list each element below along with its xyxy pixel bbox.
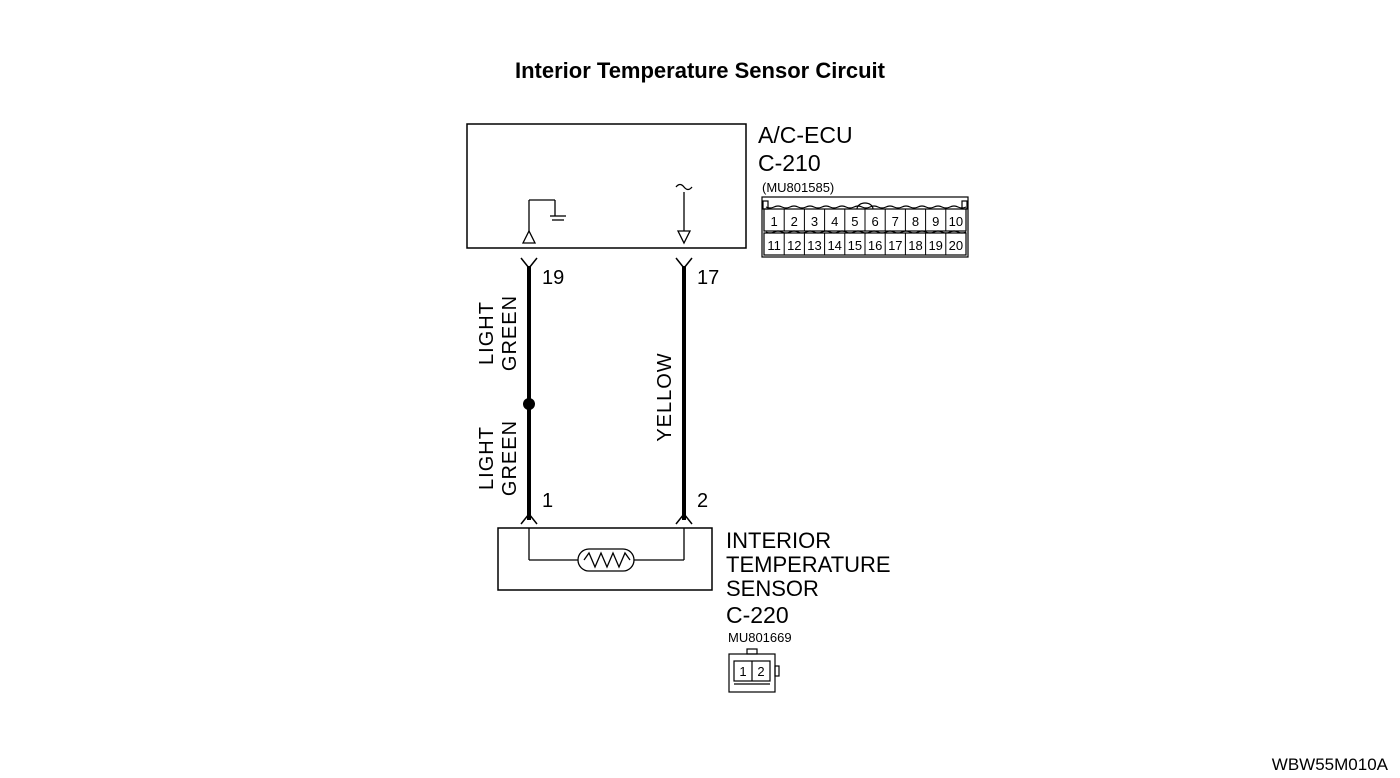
ecu-part-number: (MU801585): [762, 180, 834, 195]
signal-icon: [675, 183, 693, 245]
ecu-cell-8: 8: [912, 214, 919, 229]
ecu-cell-1: 1: [770, 214, 777, 229]
ecu-cell-18: 18: [908, 238, 922, 253]
ecu-cell-2: 2: [791, 214, 798, 229]
ecu-connector-id: C-210: [758, 150, 821, 176]
ecu-cell-13: 13: [807, 238, 821, 253]
ecu-name: A/C-ECU: [758, 122, 853, 148]
ecu-cell-5: 5: [851, 214, 858, 229]
wire-label-lower-line2: GREEN: [499, 420, 521, 496]
ecu-cell-15: 15: [848, 238, 862, 253]
ecu-cell-14: 14: [827, 238, 841, 253]
diagram-title: Interior Temperature Sensor Circuit: [515, 58, 886, 83]
sensor-name-line2: TEMPERATURE: [726, 552, 891, 577]
ground-icon: [521, 199, 566, 244]
ecu-cell-7: 7: [892, 214, 899, 229]
sensor-cell-2: 2: [757, 664, 764, 679]
sensor-pin-1-terminal: [520, 512, 538, 525]
wire-label-upper-line1: LIGHT: [476, 301, 498, 365]
wire-label-yellow: YELLOW: [654, 352, 676, 441]
ecu-cell-11: 11: [767, 238, 781, 253]
sensor-name-line1: INTERIOR: [726, 528, 831, 553]
thermistor-icon: [577, 548, 635, 572]
ecu-cell-12: 12: [787, 238, 801, 253]
sensor-pin-2-label: 2: [697, 490, 708, 512]
sensor-internal-wiring: [528, 528, 685, 561]
ecu-pin-19-terminal: [520, 257, 538, 270]
sensor-box: [497, 527, 713, 591]
sensor-part-number: MU801669: [728, 630, 792, 645]
sensor-connector-id: C-220: [726, 602, 789, 628]
sensor-pin-2-terminal: [675, 512, 693, 525]
ecu-pin-17-terminal: [675, 257, 693, 270]
ecu-pin-17-label: 17: [697, 267, 719, 289]
sensor-pin-1-label: 1: [542, 490, 553, 512]
wire-label-upper-line2: GREEN: [499, 295, 521, 371]
wire-label-lower-line1: LIGHT: [476, 426, 498, 490]
ecu-pin-19-label: 19: [542, 267, 564, 289]
ecu-cell-6: 6: [871, 214, 878, 229]
ecu-cell-17: 17: [888, 238, 902, 253]
ecu-cell-3: 3: [811, 214, 818, 229]
ecu-cell-9: 9: [932, 214, 939, 229]
ecu-connector-row-bottom: 11 12 13 14 15 16 17 18 19 20: [767, 233, 963, 255]
figure-code: WBW55M010A: [1272, 755, 1389, 774]
ecu-cell-10: 10: [949, 214, 963, 229]
sensor-name-line3: SENSOR: [726, 576, 819, 601]
splice-point: [523, 398, 535, 410]
sensor-connector-face: [728, 648, 780, 693]
ecu-box: [466, 123, 747, 249]
ecu-cell-16: 16: [868, 238, 882, 253]
ecu-cell-20: 20: [949, 238, 963, 253]
sensor-cell-1: 1: [739, 664, 746, 679]
ecu-cell-4: 4: [831, 214, 838, 229]
ecu-cell-19: 19: [928, 238, 942, 253]
